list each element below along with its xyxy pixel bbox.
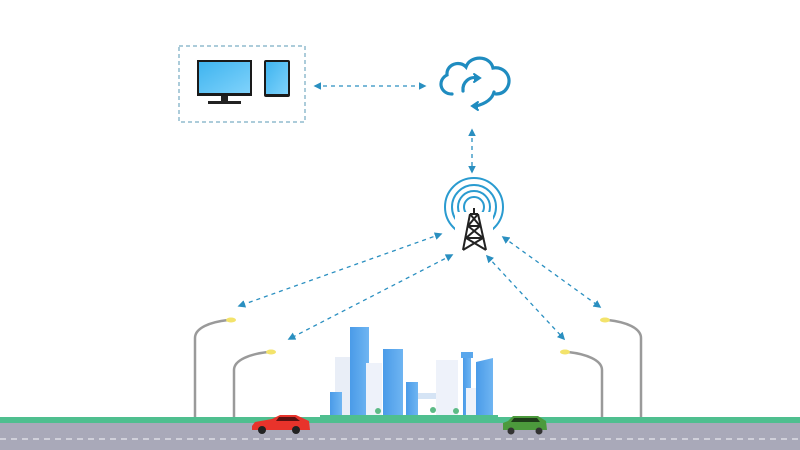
tower-lamp4-arrow (501, 236, 602, 308)
tower-lamp3-arrow (485, 254, 566, 341)
green-car (503, 416, 547, 435)
street-lamp (193, 317, 236, 418)
street-lamp (232, 349, 276, 418)
tower-lamp2-arrow (287, 254, 454, 340)
city-skyline (330, 327, 493, 417)
road (0, 423, 800, 450)
grass-strip (0, 417, 800, 423)
cell-tower-icon (444, 177, 504, 252)
tower-lamp1-arrow (237, 232, 443, 308)
street-lamps (193, 317, 643, 418)
connection-arrows (237, 82, 602, 341)
city-base (320, 415, 498, 418)
monitor-icon (197, 60, 252, 104)
tablet-icon (264, 60, 290, 97)
street-lamp (600, 317, 643, 418)
devices-group (178, 45, 306, 123)
devices-box (178, 45, 306, 123)
red-car (252, 415, 310, 434)
cloud-sync-icon (439, 56, 511, 111)
street-lamp (560, 349, 604, 418)
